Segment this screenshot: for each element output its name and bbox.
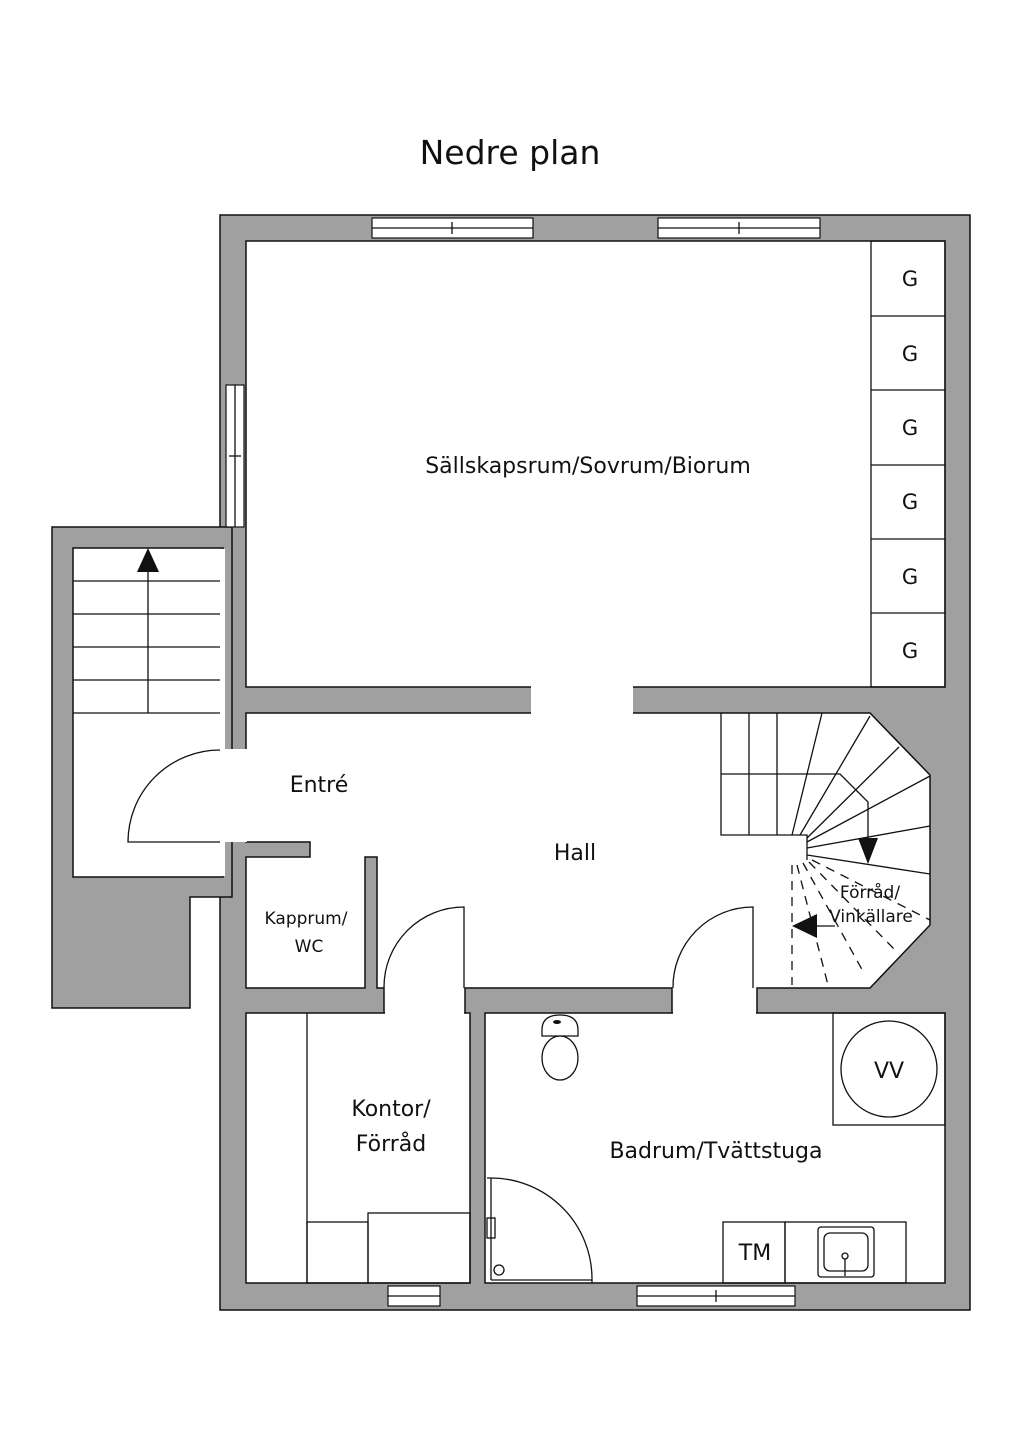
cabinet-label: G — [902, 267, 918, 291]
entrance-stairs — [73, 548, 220, 714]
arrow-up-icon — [137, 548, 159, 572]
room-label-kontor: Kontor/ — [351, 1097, 431, 1122]
kontor-furniture — [306, 1013, 471, 1284]
sink-icon — [784, 1221, 907, 1284]
cabinet-label: G — [902, 342, 918, 366]
cabinets: G G G G G G — [870, 240, 946, 688]
room-label-sallskapsrum: Sällskapsrum/Sovrum/Biorum — [425, 454, 751, 479]
room-label-forrad: Förråd/ — [840, 882, 900, 903]
cabinet-label: G — [902, 639, 918, 663]
doors — [127, 749, 754, 989]
room-label-vinkallare: Vinkällare — [829, 907, 913, 927]
cabinet-label: G — [902, 565, 918, 589]
water-heater: VV — [832, 1012, 946, 1126]
toilet-icon — [541, 1014, 579, 1081]
room-label-entre: Entré — [290, 773, 349, 798]
arrow-left-icon — [792, 914, 817, 938]
room-label-kontor-forrad: Förråd — [356, 1131, 426, 1157]
cabinet-label: G — [902, 416, 918, 440]
arrow-down-icon — [858, 838, 878, 864]
washing-machine-label: TM — [738, 1241, 771, 1266]
room-label-badrum: Badrum/Tvättstuga — [609, 1139, 822, 1164]
cabinet-label: G — [902, 490, 918, 514]
shower-icon — [486, 1177, 593, 1283]
basement-stairs — [720, 712, 931, 986]
plan-title: Nedre plan — [420, 133, 601, 172]
water-heater-label: VV — [874, 1059, 904, 1084]
room-label-kapprum: Kapprum/ — [265, 909, 348, 929]
room-label-kapprum-wc: WC — [295, 937, 324, 957]
hall-opening — [531, 686, 633, 714]
room-kontor — [245, 1012, 471, 1284]
room-label-hall: Hall — [554, 841, 596, 866]
windows — [225, 217, 821, 1307]
